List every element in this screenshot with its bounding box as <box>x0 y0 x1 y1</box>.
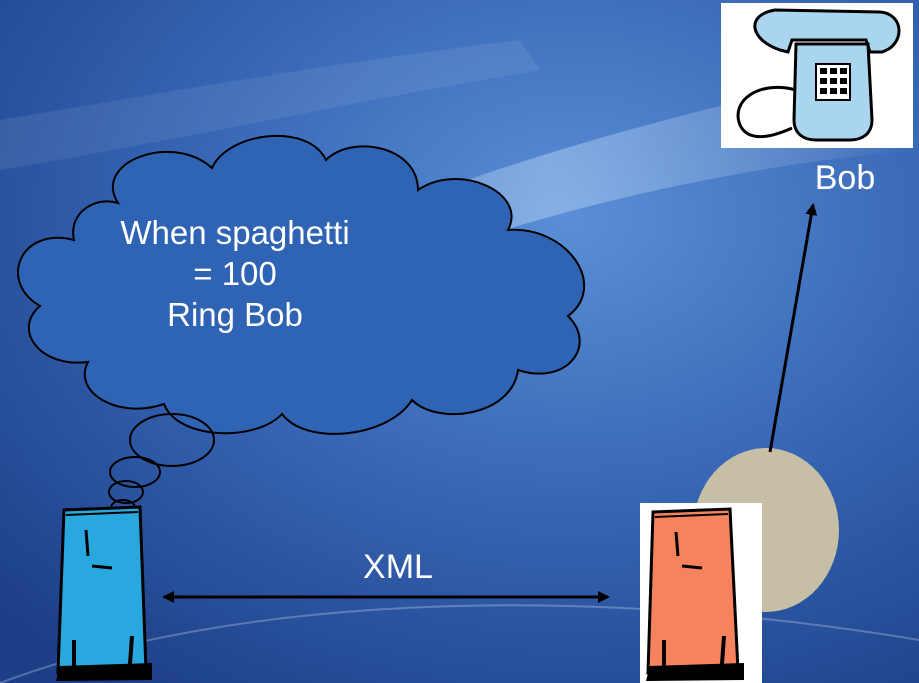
blue-fridge-icon <box>56 505 152 681</box>
cloud-text: When spaghetti = 100 Ring Bob <box>110 212 360 335</box>
thought-bubble-small <box>108 480 144 504</box>
xml-label: XML <box>363 548 433 586</box>
thought-bubble-medium <box>109 456 161 488</box>
cloud-line-1: When spaghetti <box>120 214 350 251</box>
orange-fridge-icon <box>646 507 744 681</box>
telephone-icon <box>736 8 901 142</box>
notify-arrow <box>768 203 818 453</box>
cloud-line-3: Ring Bob <box>167 296 303 333</box>
thought-bubble-large <box>129 413 215 467</box>
bob-label: Bob <box>814 159 876 197</box>
cloud-line-2: = 100 <box>193 255 277 292</box>
background-light-streak-2 <box>0 40 540 170</box>
